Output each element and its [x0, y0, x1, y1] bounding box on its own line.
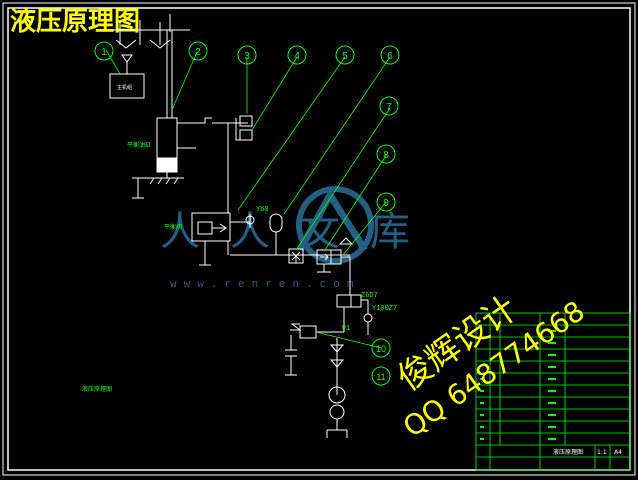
- svg-text:4: 4: [294, 51, 300, 62]
- svg-text:2: 2: [195, 47, 201, 58]
- svg-text:8: 8: [383, 150, 389, 161]
- balloon-7: 7: [379, 96, 399, 116]
- balloon-11: 11: [371, 366, 391, 386]
- label-valve-a: Z6D7: [361, 292, 378, 300]
- svg-text:10: 10: [376, 344, 386, 354]
- balloon-10: 10: [371, 338, 391, 358]
- watermark-site: www.renren.com: [170, 279, 360, 291]
- label-main-unit: 主机组: [117, 84, 132, 91]
- svg-text:6: 6: [387, 51, 393, 62]
- title-block-drawing-name: 液压原理图: [553, 448, 583, 456]
- svg-text:1: 1: [101, 47, 107, 58]
- svg-text:3: 3: [244, 51, 250, 62]
- label-balance-valve: 平衡阀: [164, 223, 182, 231]
- label-balance-cylinder: 平衡油缸: [127, 141, 151, 149]
- title-block-grid: [475, 312, 631, 471]
- schematic-caption: 液压原理图: [82, 385, 112, 393]
- balloon-2: 2: [188, 41, 208, 61]
- balloon-3: 3: [237, 45, 257, 65]
- svg-text:7: 7: [386, 102, 392, 113]
- title-block-scale: 1:1: [597, 449, 607, 456]
- title-block-sheet: A4: [614, 449, 622, 456]
- balloon-group: 1 2 3 4 5 6 7 8 9 10 11: [94, 41, 400, 386]
- hydraulic-lines: [191, 115, 373, 438]
- svg-text:9: 9: [383, 198, 389, 209]
- main-assembly: [109, 14, 212, 199]
- watermark-person-icon: [296, 188, 368, 252]
- watermark-logo-icon: [296, 186, 374, 264]
- svg-text:11: 11: [376, 372, 385, 382]
- label-sensor: Y60: [256, 206, 269, 214]
- balloon-4: 4: [287, 45, 307, 65]
- watermark-brand: 人人文库: [160, 209, 440, 255]
- balloon-9: 9: [376, 192, 396, 212]
- title-block-cell-marks: [480, 330, 556, 440]
- balloon-6: 6: [380, 45, 400, 65]
- drawing-title: 液压原理图: [10, 7, 140, 37]
- leader-lines: [105, 49, 391, 349]
- label-pump: P1: [342, 325, 350, 333]
- inner-border: [7, 7, 631, 471]
- svg-text:5: 5: [342, 51, 348, 62]
- label-valve-b: Y100Z7: [372, 305, 397, 313]
- balloon-8: 8: [376, 144, 396, 164]
- watermark: 人人文库 www.renren.com: [160, 186, 440, 291]
- balloon-1: 1: [94, 41, 114, 61]
- balloon-5: 5: [335, 45, 355, 65]
